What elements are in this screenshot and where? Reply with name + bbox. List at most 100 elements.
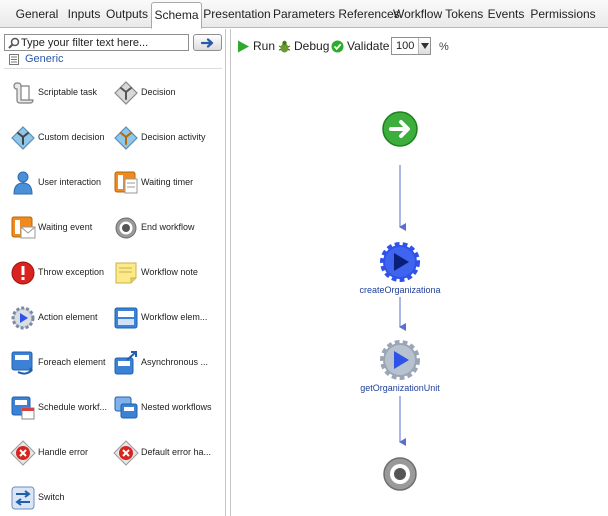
filter-box [4, 34, 189, 51]
palette-item-label: Switch [38, 492, 65, 502]
arrow-right-icon [201, 38, 214, 48]
action-element-icon [11, 306, 35, 330]
end-workflow-icon [115, 217, 137, 239]
filter-go-button[interactable] [193, 34, 222, 51]
palette-item-handle-error[interactable]: Handle error [10, 440, 120, 468]
workflow-node-create-organization[interactable] [380, 242, 420, 282]
panel-divider [230, 29, 231, 516]
palette-item-label: Scriptable task [38, 87, 98, 97]
palette-item-label: Nested workflows [141, 402, 212, 412]
nested-workflows-icon [114, 396, 138, 419]
palette-item-label: Schedule workf... [38, 402, 108, 412]
user-interaction-icon [13, 171, 33, 195]
palette-item-custom-decision[interactable]: Custom decision [10, 125, 120, 153]
palette-item-waiting-timer[interactable]: Waiting timer [113, 170, 223, 198]
throw-exception-icon [11, 261, 35, 285]
palette-item-waiting-event[interactable]: Waiting event [10, 215, 120, 243]
tab-inputs[interactable]: Inputs [67, 7, 101, 21]
zoom-unit: % [439, 41, 449, 53]
check-circle-icon [331, 40, 344, 53]
palette-item-user-interaction[interactable]: User interaction [10, 170, 120, 198]
filter-input[interactable] [21, 35, 187, 50]
decision-icon [114, 81, 138, 105]
run-label: Run [253, 39, 276, 53]
workflow-node-get-organization-unit[interactable] [380, 340, 420, 380]
decision-activity-icon [114, 126, 138, 150]
palette-item-end-workflow[interactable]: End workflow [113, 215, 223, 243]
palette-item-workflow-element[interactable]: Workflow elem... [113, 305, 223, 333]
palette-item-label: User interaction [38, 177, 102, 187]
zoom-value: 100 [396, 40, 415, 52]
tab-bar: General Inputs Outputs Schema Presentati… [0, 0, 608, 29]
palette-item-label: Workflow elem... [141, 312, 208, 322]
play-icon [238, 40, 249, 53]
category-generic[interactable]: Generic [4, 53, 222, 67]
palette-item-workflow-note[interactable]: Workflow note [113, 260, 223, 288]
category-list-icon [9, 54, 19, 65]
palette-item-label: Foreach element [38, 357, 106, 367]
debug-label: Debug [294, 39, 330, 53]
palette-item-label: Decision activity [141, 132, 206, 142]
palette-item-label: Waiting timer [141, 177, 194, 187]
palette-item-throw-exception[interactable]: Throw exception [10, 260, 120, 288]
switch-icon [11, 486, 35, 510]
palette-item-label: Waiting event [38, 222, 93, 232]
tab-parameters-references[interactable]: Parameters References [273, 7, 400, 21]
start-node[interactable] [382, 111, 418, 147]
search-icon [8, 37, 20, 49]
category-divider [4, 68, 222, 69]
workflow-note-icon [115, 262, 137, 284]
custom-decision-icon [11, 126, 35, 150]
schedule-workflow-icon [11, 396, 35, 420]
bug-icon [278, 40, 291, 53]
validate-label: Validate [347, 39, 390, 53]
palette-item-decision[interactable]: Decision [113, 80, 223, 108]
palette-item-label: Handle error [38, 447, 89, 457]
palette-item-label: Decision [141, 87, 176, 97]
asynchronous-workflow-icon [114, 351, 137, 375]
tab-outputs[interactable]: Outputs [105, 7, 149, 21]
palette-item-nested-workflows[interactable]: Nested workflows [113, 395, 223, 423]
node-label-get-organization-unit: getOrganizationUnit [360, 383, 440, 393]
palette-item-asynchronous-workflow[interactable]: Asynchronous ... [113, 350, 223, 378]
tab-schema[interactable]: Schema [151, 2, 202, 29]
waiting-timer-icon [114, 171, 138, 194]
palette-item-label: Custom decision [38, 132, 105, 142]
run-button[interactable]: Run [237, 39, 277, 55]
palette-item-decision-activity[interactable]: Decision activity [113, 125, 223, 153]
category-label: Generic [25, 53, 64, 65]
palette-item-switch[interactable]: Switch [10, 485, 120, 513]
element-palette: Generic Scriptable task Decision Custom … [0, 29, 226, 516]
tab-general[interactable]: General [15, 7, 59, 21]
chevron-down-icon[interactable] [418, 38, 430, 54]
debug-button[interactable]: Debug [278, 39, 330, 55]
workflow-canvas[interactable] [231, 59, 608, 516]
tab-events[interactable]: Events [487, 7, 525, 21]
palette-item-label: Throw exception [38, 267, 105, 277]
workflow-element-icon [114, 307, 138, 329]
palette-item-label: Default error ha... [141, 447, 212, 457]
palette-item-label: End workflow [141, 222, 195, 232]
zoom-select[interactable]: 100 [391, 37, 431, 55]
palette-item-action-element[interactable]: Action element [10, 305, 120, 333]
palette-item-foreach-element[interactable]: Foreach element [10, 350, 120, 378]
palette-item-label: Workflow note [141, 267, 198, 277]
palette-item-scriptable-task[interactable]: Scriptable task [10, 80, 120, 108]
scriptable-task-icon [13, 82, 34, 104]
waiting-event-icon [11, 216, 36, 239]
tab-permissions[interactable]: Permissions [530, 7, 596, 21]
tab-presentation[interactable]: Presentation [203, 7, 271, 21]
palette-item-default-error-handler[interactable]: Default error ha... [113, 440, 223, 468]
palette-item-schedule-workflow[interactable]: Schedule workf... [10, 395, 120, 423]
palette-item-label: Asynchronous ... [141, 357, 209, 367]
filter-row [4, 34, 222, 52]
handle-error-icon [10, 440, 36, 466]
default-error-handler-icon [113, 440, 139, 466]
schema-toolbar: Run Debug Validate 100 % [231, 29, 608, 59]
end-node[interactable] [383, 457, 417, 491]
foreach-element-icon [11, 351, 33, 375]
node-label-create-organization: createOrganizationa [359, 285, 441, 295]
palette-item-label: Action element [38, 312, 98, 322]
validate-button[interactable]: Validate [331, 39, 389, 55]
tab-workflow-tokens[interactable]: Workflow Tokens [393, 7, 484, 21]
